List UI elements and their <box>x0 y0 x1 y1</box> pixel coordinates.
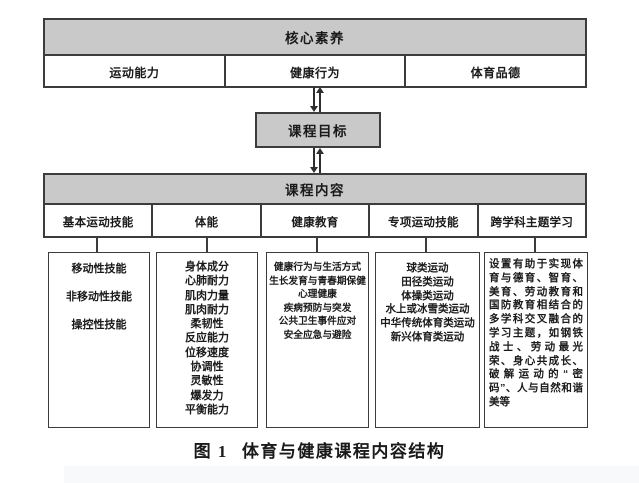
content-column-health-education: 健康教育 <box>259 205 368 238</box>
detail-line: 操控性技能 <box>71 319 127 331</box>
core-literacy-item-health-behavior: 健康行为 <box>223 56 405 88</box>
detail-box-physical-fitness: 身体成分心肺耐力肌肉力量肌肉耐力柔韧性反应能力位移速度协调性灵敏性爆发力平衡能力 <box>156 252 258 428</box>
detail-box-interdisciplinary: 设置有助于实现体育与德育、智育、美育、劳动教育和国防教育相结合的多学科交叉融合的… <box>484 252 588 428</box>
detail-line: 肌肉耐力 <box>185 303 229 316</box>
detail-line: 新兴体育类运动 <box>390 330 465 343</box>
detail-line: 田径类运动 <box>401 275 454 288</box>
detail-line: 位移速度 <box>185 346 229 359</box>
detail-line: 心理健康 <box>298 289 337 300</box>
detail-line: 体操类运动 <box>401 289 454 302</box>
detail-line: 健康行为与生活方式 <box>273 262 362 273</box>
detail-line: 生长发育与青春期保健 <box>269 275 366 287</box>
interdisciplinary-paragraph: 设置有助于实现体育与德育、智育、美育、劳动教育和国防教育相结合的多学科交叉融合的… <box>489 258 583 408</box>
detail-box-health-education: 健康行为与生活方式生长发育与青春期保健心理健康疾病预防与突发公共卫生事件应对安全… <box>266 252 369 428</box>
content-column-basic-motor-skills: 基本运动技能 <box>62 216 134 229</box>
detail-line: 灵敏性 <box>190 375 224 388</box>
detail-line: 移动性技能 <box>71 263 127 275</box>
detail-line: 肌肉力量 <box>185 289 229 302</box>
detail-line: 中华传统体育类运动 <box>380 317 475 330</box>
curriculum-content-row: 基本运动技能 体能 健康教育 专项运动技能 跨学科主题学习 <box>45 205 585 238</box>
figure-caption: 图 1 体育与健康课程内容结构 <box>0 437 639 462</box>
connector-line-2 <box>206 238 208 252</box>
detail-line: 心肺耐力 <box>185 275 229 288</box>
connector-line-5 <box>534 238 536 252</box>
detail-line: 非移动性技能 <box>66 291 132 303</box>
double-arrow-icon-top <box>310 87 324 112</box>
detail-line: 反应能力 <box>185 332 229 345</box>
figure-caption-title: 体育与健康课程内容结构 <box>241 442 446 461</box>
detail-line: 身体成分 <box>185 261 229 273</box>
double-arrow-icon-bottom <box>310 148 324 173</box>
detail-line: 协调性 <box>190 361 224 374</box>
core-literacy-row: 运动能力 健康行为 体育品德 <box>45 56 585 88</box>
core-literacy-item-sport-ability: 运动能力 <box>109 65 160 80</box>
bottom-strip <box>64 466 639 483</box>
detail-line: 球类运动 <box>406 262 449 274</box>
detail-line: 水上或冰雪类运动 <box>385 303 470 316</box>
core-literacy-header: 核心素养 <box>45 20 585 56</box>
curriculum-goal-box: 课程目标 <box>255 112 381 148</box>
curriculum-content-header: 课程内容 <box>45 175 585 205</box>
content-column-special-sport-skills: 专项运动技能 <box>368 205 476 238</box>
detail-line: 平衡能力 <box>185 403 229 416</box>
detail-box-special-sport-skills: 球类运动田径类运动体操类运动水上或冰雪类运动中华传统体育类运动新兴体育类运动 <box>375 252 480 428</box>
core-literacy-item-sports-morality: 体育品德 <box>404 56 585 88</box>
detail-line: 安全应急与避险 <box>283 329 352 341</box>
detail-line: 疾病预防与突发 <box>283 302 352 314</box>
curriculum-content-box: 课程内容 基本运动技能 体能 健康教育 专项运动技能 跨学科主题学习 <box>43 173 587 238</box>
detail-line: 公共卫生事件应对 <box>278 316 357 327</box>
connector-line-4 <box>425 238 427 252</box>
content-column-physical-fitness: 体能 <box>151 205 259 238</box>
content-column-interdisciplinary: 跨学科主题学习 <box>476 205 585 238</box>
connector-line-3 <box>316 238 318 252</box>
figure-caption-label: 图 1 <box>193 442 228 461</box>
core-literacy-box: 核心素养 运动能力 健康行为 体育品德 <box>43 18 587 88</box>
detail-line: 爆发力 <box>190 389 224 402</box>
detail-box-basic-motor-skills: 移动性技能非移动性技能操控性技能 <box>48 252 150 428</box>
detail-line: 柔韧性 <box>190 318 224 331</box>
connector-line-1 <box>96 238 98 252</box>
